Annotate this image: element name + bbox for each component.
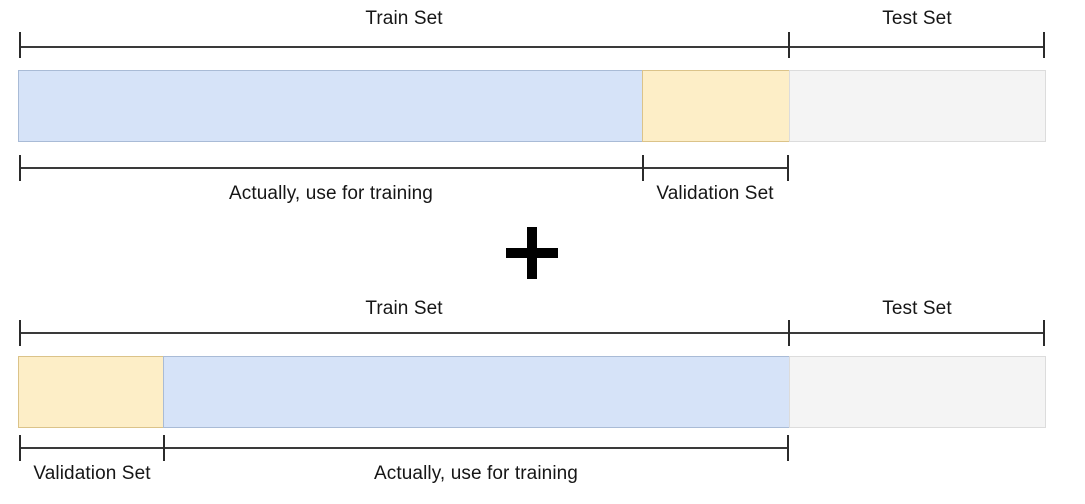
top-axis-tick-train-test-divider	[788, 32, 790, 58]
bottom-diagram-top-axis-rule	[19, 332, 1045, 334]
diagram-bottom: Train Set Test Set Validation Set Actual…	[0, 290, 1085, 504]
top-axis-rule	[19, 46, 1045, 48]
top-axis-tick-start	[19, 32, 21, 58]
top-axis-tick-end	[1043, 32, 1045, 58]
bottom-axis-label-actually-use-for-training: Actually, use for training	[229, 183, 433, 204]
bottom-diagram-bar-segment-validation	[18, 356, 164, 428]
bottom-diagram-top-axis-tick-end	[1043, 320, 1045, 346]
top-axis-label-test-set: Test Set	[882, 8, 952, 29]
bottom-diagram-top-axis-label-test-set: Test Set	[882, 298, 952, 319]
bottom-diagram-bottom-axis-label-validation-set: Validation Set	[33, 463, 151, 484]
bar-segment-validation	[642, 70, 790, 142]
bottom-axis-label-validation-set: Validation Set	[656, 183, 774, 204]
bottom-diagram-bottom-axis-rule	[19, 447, 789, 449]
bottom-axis-tick-train-validation-divider	[642, 155, 644, 181]
bottom-axis-rule	[19, 167, 789, 169]
plus-vertical-stroke	[527, 227, 537, 279]
bottom-diagram-bottom-axis-tick-end	[787, 435, 789, 461]
bottom-axis-tick-end	[787, 155, 789, 181]
bar-segment-train	[18, 70, 643, 142]
bottom-diagram-bar-segment-train	[163, 356, 790, 428]
bottom-diagram-top-axis-label-train-set: Train Set	[365, 298, 443, 319]
bottom-diagram-bottom-axis-tick-validation-train-divider	[163, 435, 165, 461]
bar-segment-test	[789, 70, 1046, 142]
bottom-axis-tick-start	[19, 155, 21, 181]
bottom-diagram-bottom-axis-tick-start	[19, 435, 21, 461]
bottom-diagram-top-axis-tick-start	[19, 320, 21, 346]
top-axis-label-train-set: Train Set	[365, 8, 443, 29]
bottom-diagram-bar-segment-test	[789, 356, 1046, 428]
bottom-diagram-top-axis-tick-train-test-divider	[788, 320, 790, 346]
bottom-diagram-bottom-axis-label-actually-use-for-training: Actually, use for training	[374, 463, 578, 484]
diagram-top: Train Set Test Set Actually, use for tra…	[0, 0, 1085, 210]
plus-operator	[504, 225, 560, 281]
